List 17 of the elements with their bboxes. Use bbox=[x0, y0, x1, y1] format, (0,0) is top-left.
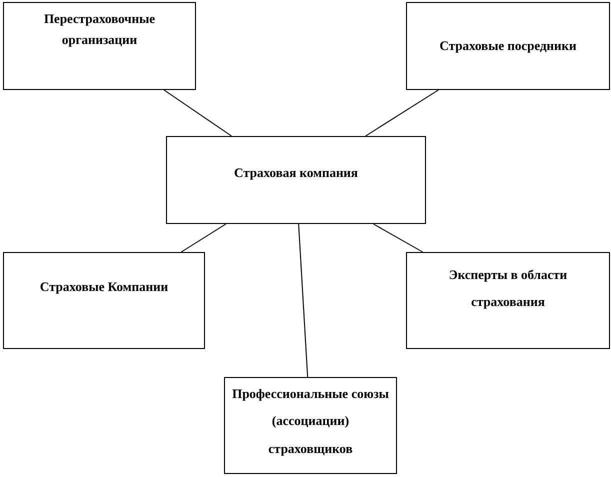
text-box bbox=[224, 377, 397, 474]
connector-line bbox=[372, 224, 424, 252]
box-label: Страховая компания bbox=[233, 164, 359, 182]
text-box bbox=[406, 252, 610, 349]
connector-line bbox=[365, 90, 439, 136]
connector-line bbox=[164, 90, 232, 136]
box-label: Профессиональные союзы (ассоциации) страховщиков bbox=[231, 385, 390, 458]
text-box bbox=[166, 136, 426, 224]
box-label: Страховые Компании bbox=[38, 278, 170, 296]
text-box bbox=[3, 2, 196, 90]
connector-line bbox=[180, 224, 226, 252]
box-label: Эксперты в области страхования bbox=[448, 266, 568, 312]
connector-line bbox=[298, 224, 308, 378]
text-box bbox=[406, 2, 610, 90]
box-label: Перестраховочные организации bbox=[42, 10, 156, 49]
text-box bbox=[3, 252, 205, 349]
box-label: Страховые посредники bbox=[438, 37, 578, 55]
